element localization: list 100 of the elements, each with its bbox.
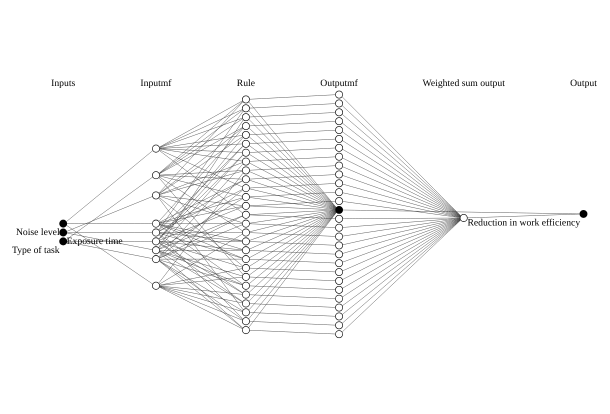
connector (249, 223, 336, 228)
node-circle (335, 116, 344, 125)
connector (160, 188, 243, 231)
node-circle (242, 254, 250, 263)
connector (160, 276, 242, 286)
connector (249, 182, 336, 188)
node-circle (335, 303, 344, 311)
node-circle (335, 250, 344, 258)
node-circle (242, 166, 250, 174)
node-circle (335, 285, 344, 294)
connector (160, 195, 242, 206)
connector (249, 147, 336, 152)
connector (249, 232, 336, 236)
connector (249, 210, 336, 249)
label: Output (570, 77, 597, 88)
connector (159, 126, 243, 174)
node-circle (335, 178, 344, 187)
node-circle (335, 161, 344, 169)
connector (160, 170, 242, 175)
connector (342, 218, 460, 228)
node-circle (242, 272, 250, 280)
connector (249, 258, 336, 263)
node-circle (242, 281, 250, 290)
node-circle (242, 112, 250, 121)
connector (160, 242, 242, 267)
connector (160, 268, 242, 285)
node-circle (335, 232, 344, 240)
connector (66, 176, 153, 240)
node-circle (335, 330, 344, 338)
connector (249, 156, 336, 162)
label: Weighted sum output (422, 77, 505, 88)
connector (66, 241, 152, 258)
connector (249, 250, 336, 254)
connector (160, 286, 242, 312)
connector (249, 294, 336, 298)
node-label: Noise level (16, 226, 60, 238)
connector (160, 259, 242, 285)
node-circle (152, 281, 160, 290)
connector (342, 192, 460, 218)
connector (159, 189, 243, 257)
node-circle (242, 192, 250, 200)
connector (342, 218, 460, 270)
connector (249, 210, 336, 258)
connector (249, 192, 336, 197)
connector (342, 174, 460, 217)
node-circle (335, 312, 344, 320)
connector (342, 218, 460, 236)
node-circle (152, 254, 160, 263)
connector (160, 286, 242, 303)
node-circle (335, 152, 344, 160)
connector (160, 148, 242, 152)
connector (160, 175, 242, 196)
connector (66, 224, 153, 284)
connector (249, 210, 336, 240)
node-circle (335, 196, 344, 204)
connector (160, 224, 242, 240)
connector (66, 240, 152, 242)
connector (249, 196, 336, 210)
connector (159, 260, 243, 310)
connector (159, 198, 243, 248)
node-circle (242, 219, 250, 228)
connector (159, 100, 243, 147)
label: Inputs (51, 77, 76, 88)
node-circle (242, 246, 250, 254)
node-circle (152, 228, 160, 236)
connector (160, 149, 243, 187)
node-circle (242, 104, 250, 112)
connector (158, 101, 244, 193)
node-circle (335, 320, 344, 329)
connector (160, 232, 242, 258)
node-label: Exposure time (66, 235, 123, 246)
connector (342, 183, 460, 217)
connector (249, 205, 336, 210)
node-circle (152, 144, 160, 152)
node-circle (335, 188, 344, 196)
node-circle (59, 228, 68, 236)
connector (249, 174, 336, 179)
connector (159, 234, 243, 292)
connector (66, 150, 153, 222)
node-circle (335, 258, 344, 267)
node-circle (242, 290, 250, 298)
connector (159, 251, 243, 302)
node-circle (152, 170, 160, 179)
node-circle (242, 316, 250, 325)
connector (160, 232, 242, 241)
connector (66, 232, 152, 250)
connector (66, 196, 153, 231)
connector (160, 224, 243, 258)
connector (160, 250, 243, 284)
node-circle (242, 139, 250, 148)
connector (160, 170, 242, 194)
connector (158, 110, 244, 230)
label: Outputmf (320, 77, 358, 88)
label: Rule (236, 77, 256, 88)
connector (249, 320, 336, 325)
node-circle (242, 148, 250, 156)
node-circle (242, 94, 250, 103)
connector (160, 286, 243, 328)
connector (249, 210, 336, 232)
node-circle (152, 219, 160, 228)
